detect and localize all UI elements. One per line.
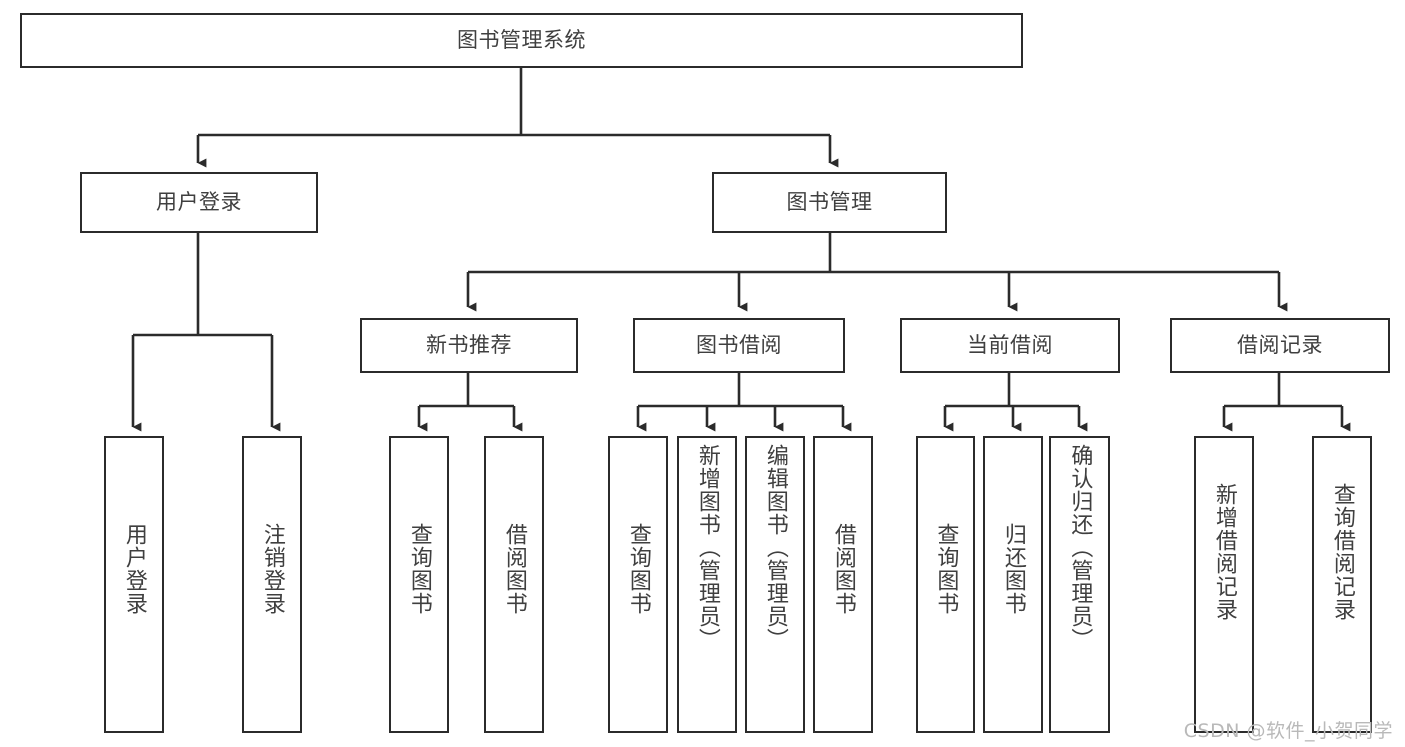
leaf-current-borrow-query-books[interactable]: 查询图书 (916, 436, 975, 733)
node-label: 图书管理 (786, 189, 873, 214)
node-new-book-recommendation[interactable]: 新书推荐 (360, 318, 578, 373)
leaf-new-book-query-books[interactable]: 查询图书 (389, 436, 449, 733)
node-label: 查询图书 (625, 523, 651, 615)
node-label: 用户登录 (156, 189, 242, 214)
node-book-management[interactable]: 图书管理 (712, 172, 947, 233)
leaf-user-login-logout[interactable]: 注销登录 (242, 436, 302, 733)
leaf-borrow-record-add-record[interactable]: 新增借阅记录 (1194, 436, 1254, 733)
leaf-current-borrow-confirm-return-admin[interactable]: 确认归还（管理员） (1049, 436, 1110, 733)
node-current-borrowing[interactable]: 当前借阅 (900, 318, 1120, 373)
node-label: 当前借阅 (967, 332, 1053, 357)
leaf-current-borrow-return-books[interactable]: 归还图书 (983, 436, 1043, 733)
leaf-new-book-borrow-books[interactable]: 借阅图书 (484, 436, 544, 733)
node-label: 借阅记录 (1237, 332, 1323, 357)
leaf-borrow-record-query-record[interactable]: 查询借阅记录 (1312, 436, 1372, 733)
node-book-borrowing[interactable]: 图书借阅 (633, 318, 845, 373)
leaf-book-borrow-query-books[interactable]: 查询图书 (608, 436, 668, 733)
node-label: 查询图书 (406, 523, 432, 615)
node-label: 新书推荐 (426, 332, 512, 357)
leaf-book-borrow-edit-book-admin[interactable]: 编辑图书（管理员） (745, 436, 805, 733)
leaf-user-login-login[interactable]: 用户登录 (104, 436, 164, 733)
node-label: 查询图书 (933, 523, 959, 615)
node-label: 注销登录 (259, 523, 285, 615)
leaf-book-borrow-borrow-books[interactable]: 借阅图书 (813, 436, 873, 733)
node-label: 借阅图书 (830, 523, 856, 615)
leaf-book-borrow-add-book-admin[interactable]: 新增图书（管理员） (677, 436, 737, 733)
node-label: 编辑图书（管理员） (762, 444, 788, 651)
node-borrowing-records[interactable]: 借阅记录 (1170, 318, 1390, 373)
node-label: 借阅图书 (501, 523, 527, 615)
node-label: 图书借阅 (696, 332, 782, 357)
node-label: 图书管理系统 (457, 27, 586, 52)
node-label: 确认归还（管理员） (1067, 444, 1093, 651)
node-user-login[interactable]: 用户登录 (80, 172, 318, 233)
node-label: 归还图书 (1000, 523, 1026, 615)
node-label: 查询借阅记录 (1329, 483, 1355, 621)
node-label: 新增图书（管理员） (694, 444, 720, 651)
node-root-book-management-system[interactable]: 图书管理系统 (20, 13, 1023, 68)
node-label: 新增借阅记录 (1211, 483, 1237, 621)
node-label: 用户登录 (121, 523, 147, 615)
